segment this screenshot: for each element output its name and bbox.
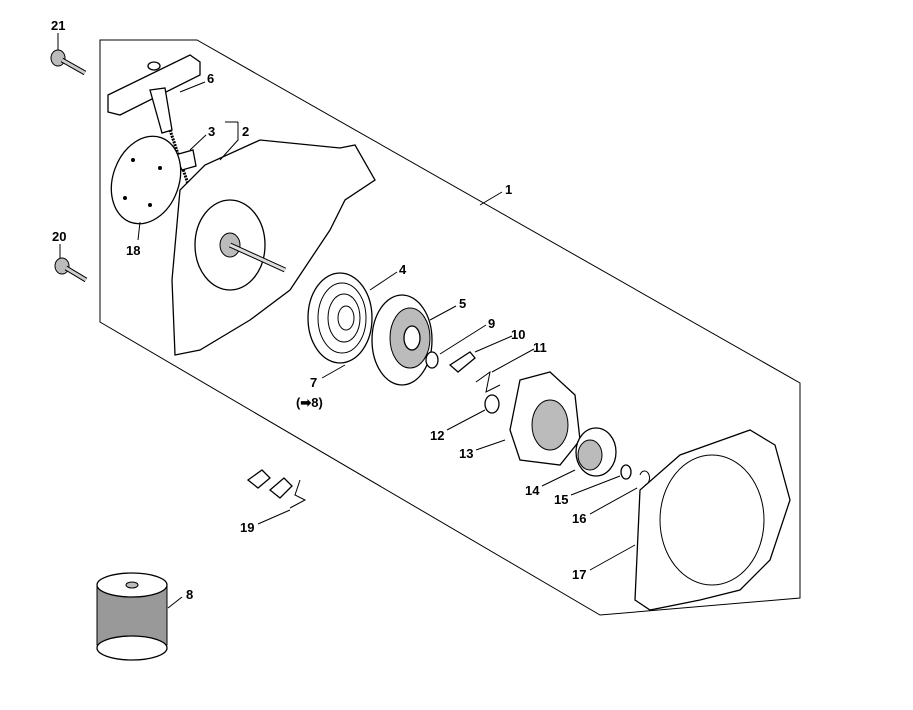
- cover-17[interactable]: [634, 429, 791, 611]
- callout-4: 4: [399, 262, 407, 277]
- washer-9[interactable]: [425, 351, 439, 369]
- callout-2: 2: [242, 124, 249, 139]
- callout-20: 20: [52, 229, 66, 244]
- callout-17: 17: [572, 567, 586, 582]
- callout-5: 5: [459, 296, 466, 311]
- spring-11[interactable]: [475, 370, 501, 393]
- callout-14: 14: [525, 483, 540, 498]
- screw-20[interactable]: [54, 257, 88, 283]
- rope-spool-8[interactable]: [96, 572, 168, 661]
- callout-7-reference: (➡8): [296, 395, 323, 410]
- pin-10[interactable]: [448, 351, 476, 373]
- rewind-spring-4[interactable]: [307, 272, 373, 364]
- screw-21[interactable]: [50, 49, 87, 76]
- callout-10: 10: [511, 327, 525, 342]
- callout-11: 11: [533, 340, 547, 355]
- callout-18: 18: [126, 243, 140, 258]
- callout-16: 16: [572, 511, 586, 526]
- starter-grip-6[interactable]: [107, 54, 201, 134]
- callout-7: 7: [310, 375, 317, 390]
- fan-housing-1[interactable]: [171, 139, 376, 356]
- callout-19: 19: [240, 520, 254, 535]
- callout-21: 21: [51, 18, 65, 33]
- callout-8: 8: [186, 587, 193, 602]
- assembly-outline: [99, 39, 801, 616]
- callout-3: 3: [208, 124, 215, 139]
- rope-rotor-5[interactable]: [371, 294, 433, 386]
- washer-15[interactable]: [620, 464, 632, 480]
- pawls-19[interactable]: [246, 469, 307, 509]
- hub-14[interactable]: [575, 427, 617, 477]
- callout-1: 1: [505, 182, 512, 197]
- callout-13: 13: [459, 446, 473, 461]
- carrier-13[interactable]: [509, 371, 581, 466]
- callout-6: 6: [207, 71, 214, 86]
- callout-12: 12: [430, 428, 444, 443]
- washer-12[interactable]: [484, 394, 500, 414]
- callout-15: 15: [554, 492, 568, 507]
- cover-plate-18[interactable]: [100, 126, 193, 233]
- leader-lines: [57, 33, 638, 609]
- callout-9: 9: [488, 316, 495, 331]
